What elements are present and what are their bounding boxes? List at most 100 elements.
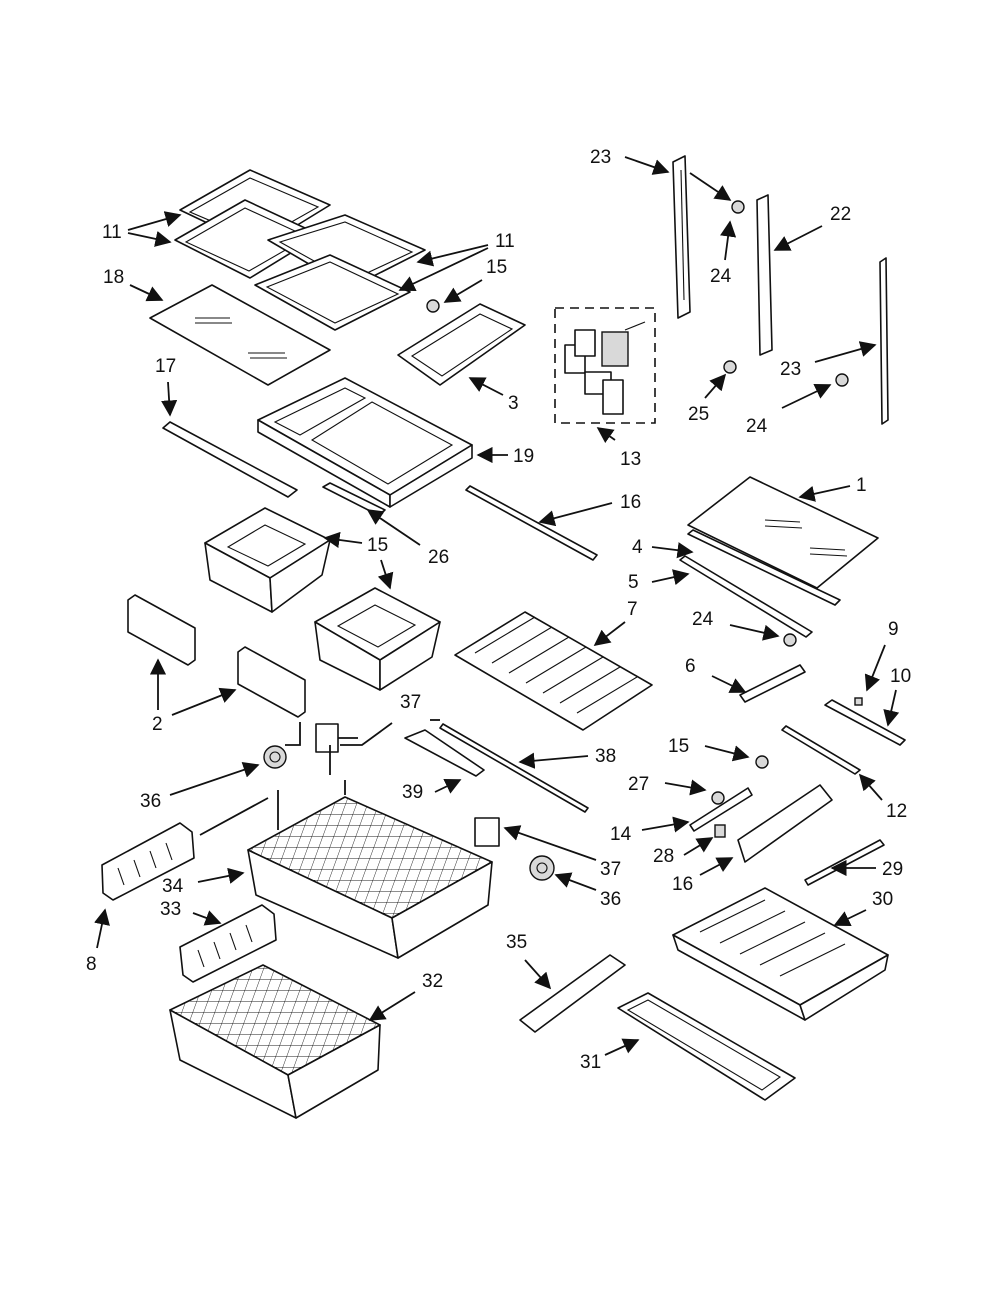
shelf-upper-right	[254, 214, 426, 331]
screw-15-a	[426, 299, 440, 313]
callout-23-top: 23	[590, 147, 670, 175]
callout-2: 2	[149, 658, 237, 735]
svg-text:24: 24	[692, 609, 714, 630]
callout-39: 39	[402, 779, 462, 803]
callout-37-right: 37	[503, 825, 621, 880]
rail-23-left	[672, 155, 691, 319]
svg-text:23: 23	[590, 147, 611, 168]
svg-text:34: 34	[162, 876, 184, 897]
callout-24-top: 24	[689, 172, 737, 287]
svg-text:6: 6	[685, 656, 696, 677]
callout-12: 12	[858, 773, 907, 822]
callout-36-right: 36	[554, 872, 621, 910]
screw-24-a	[731, 200, 745, 214]
callout-11-left: 11	[102, 211, 182, 247]
glass-shelf-1	[687, 476, 879, 589]
side-panel-33	[179, 904, 277, 983]
svg-text:37: 37	[600, 859, 621, 880]
strip-4	[687, 529, 841, 606]
svg-text:33: 33	[160, 899, 181, 920]
panel-7	[454, 611, 653, 731]
roller-36-right	[529, 855, 555, 881]
callout-21: 18	[103, 267, 164, 302]
callout-22: 22	[773, 204, 851, 251]
callout-17: 15	[323, 531, 394, 590]
callout-37-top: 37	[400, 692, 421, 713]
svg-text:5: 5	[628, 572, 639, 593]
side-panel-8	[101, 822, 195, 901]
crisper-drawer-right	[314, 587, 441, 691]
callout-32: 32	[368, 971, 443, 1021]
svg-text:10: 10	[890, 666, 911, 687]
callout-30: 28	[653, 837, 714, 867]
svg-text:35: 35	[506, 932, 527, 953]
callout-7: 7	[593, 599, 638, 646]
callout-6: 6	[685, 656, 747, 693]
svg-text:36: 36	[140, 791, 161, 812]
screw-15-b	[755, 755, 769, 769]
callout-13: 13	[596, 427, 641, 470]
rail-22	[756, 194, 773, 356]
part-9-10	[824, 697, 906, 746]
svg-text:13: 13	[620, 449, 641, 470]
kit-13	[554, 307, 656, 424]
crisper-frame-20	[257, 377, 473, 508]
svg-text:29: 29	[882, 859, 903, 880]
callout-15-top: 15	[443, 257, 507, 303]
bracket-14	[689, 787, 753, 832]
callout-20: 19	[476, 446, 534, 467]
callout-24-right: 24	[746, 383, 832, 437]
callout-4: 4	[632, 537, 694, 559]
rod-38	[439, 723, 589, 813]
svg-text:8: 8	[86, 954, 97, 975]
callout-19: 17	[155, 356, 178, 417]
basket-34	[247, 796, 493, 959]
callout-35: 35	[506, 932, 552, 990]
callout-38: 38	[518, 746, 616, 769]
bracket-16	[737, 784, 833, 863]
svg-text:19: 19	[513, 446, 534, 467]
callout-24-mid: 24	[692, 609, 780, 641]
callout-26: 27	[628, 774, 707, 796]
callout-14: 14	[610, 816, 690, 845]
svg-text:12: 12	[886, 801, 907, 822]
clip-30	[714, 824, 726, 838]
svg-text:15: 15	[668, 736, 689, 757]
svg-text:30: 30	[872, 889, 893, 910]
svg-text:22: 22	[830, 204, 851, 225]
roller-36-left	[263, 745, 287, 769]
callout-23-right: 23	[780, 341, 877, 380]
rod-28	[804, 839, 885, 886]
svg-text:9: 9	[888, 619, 899, 640]
svg-text:16: 16	[672, 874, 693, 895]
handle-2a	[127, 594, 196, 666]
screw-24-c	[783, 633, 797, 647]
svg-text:38: 38	[595, 746, 616, 767]
svg-text:24: 24	[746, 416, 768, 437]
callout-9: 9	[864, 619, 899, 692]
screw-26	[711, 791, 725, 805]
bracket-37-right	[474, 817, 500, 847]
bracket-37-left	[315, 723, 358, 753]
svg-text:11: 11	[102, 222, 122, 243]
svg-text:27: 27	[628, 774, 649, 795]
svg-text:39: 39	[402, 782, 423, 803]
svg-text:25: 25	[688, 404, 709, 425]
callout-33: 33	[160, 899, 222, 926]
callout-15-mid: 15	[668, 736, 750, 762]
svg-text:14: 14	[610, 824, 632, 845]
trim-19	[162, 421, 298, 498]
handle-2b	[237, 646, 306, 718]
callout-8: 8	[86, 908, 110, 975]
svg-text:15: 15	[367, 535, 388, 556]
glass-shelf-21	[149, 284, 331, 386]
svg-text:37: 37	[400, 692, 421, 713]
callout-3: 3	[468, 377, 519, 414]
svg-text:4: 4	[632, 537, 643, 558]
svg-text:31: 31	[580, 1052, 601, 1073]
svg-text:16: 16	[620, 492, 641, 513]
callout-34: 34	[162, 867, 245, 897]
svg-text:1: 1	[856, 475, 867, 496]
svg-text:18: 18	[103, 267, 124, 288]
